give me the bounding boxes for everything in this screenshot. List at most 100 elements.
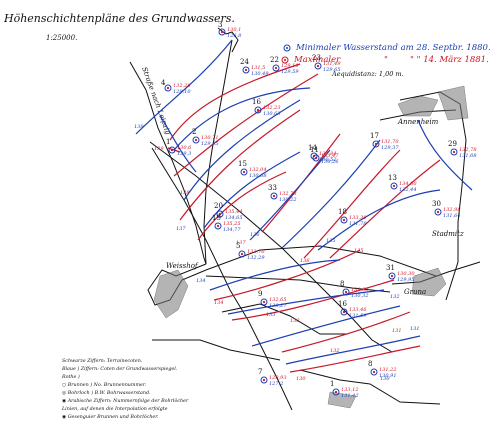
well-ring-icon [192,136,200,144]
well-max-level: 131,63 [351,287,369,293]
legend-line-7: Linien, auf denen die Interpolation erfo… [61,406,168,412]
well-ring-icon [450,148,458,156]
well-max-level: 132,78 [279,191,297,197]
red-contour-lines [167,63,441,373]
well-ring-icon [218,28,226,36]
well-ring-icon [312,154,320,162]
maximum-water-label-c: " " 14. März 1881. [410,55,489,65]
well-min-level: 131,78 [349,221,367,227]
legend-line-4: ○ Brunnen ) No. Brunnennummer. [62,381,147,388]
red-contour-11 [289,345,421,373]
well-max-level: 129,10 [281,63,299,69]
blue-contour-6 [281,139,381,249]
well-min-level: 131,59 [349,313,367,319]
well-max-level: 131,5 [251,65,265,71]
well-dot-icon [218,212,222,216]
well-ring-icon [254,106,262,114]
well-number: 8 [340,280,344,288]
well-max-level: 132,26 [173,83,191,89]
well-ring-icon [314,62,322,70]
well-dot-icon [392,184,396,188]
well-number: 22 [270,56,279,64]
contour-label-red-4: 136 [300,258,310,264]
red-marker-dot-icon [284,59,286,61]
map-scale: 1:25000. [46,34,77,42]
well-min-level: 132,29 [247,255,265,261]
legend-line-8: ◉ Gesenguier Brunnen und Bohrlöcher. [62,414,159,420]
well-markers: 3130,1126,822129,10129,5924131,5130,4923… [161,21,477,399]
well-ring-icon [240,168,248,176]
well-max-level: 132,65 [269,297,287,303]
well-min-level: 131,68 [459,153,477,159]
well-number: 7 [258,368,262,376]
road-diagonal [149,141,393,353]
well-number: 17 [370,132,379,140]
well-ring-icon [310,152,318,160]
well-min-level: 131,64 [443,213,461,219]
well-dot-icon [436,210,440,214]
contour-label-blue-5: 134 [196,278,206,284]
legend-divider [152,339,281,361]
contour-label-blue-9: 130 [380,376,390,382]
well-max-level: 135,44 [225,209,243,215]
well-min-level: 130,32 [351,293,369,299]
well-min-level: 129,95 [397,277,415,283]
well-number: 16 [338,300,347,308]
contour-label-blue-2: 137 [176,226,186,232]
well-min-level: 129,65 [323,67,341,73]
lower-road [299,369,441,405]
well-number: 1 [330,380,334,388]
blue-contour-2 [173,87,311,151]
red-contour-10 [281,311,411,353]
blue-contour-8 [209,259,341,291]
well-ring-icon [272,64,280,72]
well-dot-icon [316,64,320,68]
contour-label-blue-3: 136 [250,232,260,238]
blue-contour-4 [203,151,301,229]
annenheim-hatch [397,95,439,117]
well-dot-icon [344,290,348,294]
well-min-level: 134,77 [223,227,241,233]
south-road [221,303,348,335]
well-dot-icon [342,218,346,222]
legend-line-2: Blaue ) Ziffern: Coten der Grundwassersp… [61,365,178,372]
well-number: 14 [308,144,317,152]
legend-line-6: ◉ Arabische Ziffern: Nummernfolge der Bo… [62,398,189,404]
well-ring-icon [214,222,222,230]
place-stadmitz: Stadmitz [432,230,464,238]
well-min-level: 130,22 [279,197,297,203]
well-max-level: 132,23 [263,105,281,111]
well-ring-icon [164,84,172,92]
well-dot-icon [372,370,376,374]
well-ring-icon [340,308,348,316]
blue-contour-9 [227,289,385,315]
well-max-level: 130,71 [201,135,219,141]
well-ring-icon [238,250,246,258]
well-max-level: 130,1 [227,27,241,33]
well-ring-icon [372,140,380,148]
well-min-level: 127,2 [269,381,283,387]
contour-label-blue-1: 138 [134,124,144,130]
well-dot-icon [242,170,246,174]
blue-contour-10 [251,305,401,347]
well-ring-icon [390,182,398,190]
well-min-level: 130,26 [321,159,339,165]
well-dot-icon [240,252,244,256]
well-min-level: 134,65 [225,215,243,221]
well-max-level: 132,04 [249,167,267,173]
well-number: 9 [258,290,262,298]
well-dot-icon [194,138,198,142]
south-hatch [327,391,357,409]
well-number: 18 [338,208,347,216]
well-ring-icon [260,376,268,384]
well-number: 24 [240,58,249,66]
contour-label-red-3: 137 [236,240,246,246]
red-contour-5 [261,133,341,233]
well-max-level: 132,98 [443,207,461,213]
contour-label-red-5: 135 [354,248,364,254]
contour-label-red-8: 132 [330,348,340,354]
minimum-water-label: Minimaler Wasserstand am 28. Septbr. 188… [295,43,491,53]
legend-line-1: Schwarze Ziffern: Terrainecoten. [62,358,143,364]
map-title: Höhenschichtenpläne des Grundwassers. [3,12,235,25]
